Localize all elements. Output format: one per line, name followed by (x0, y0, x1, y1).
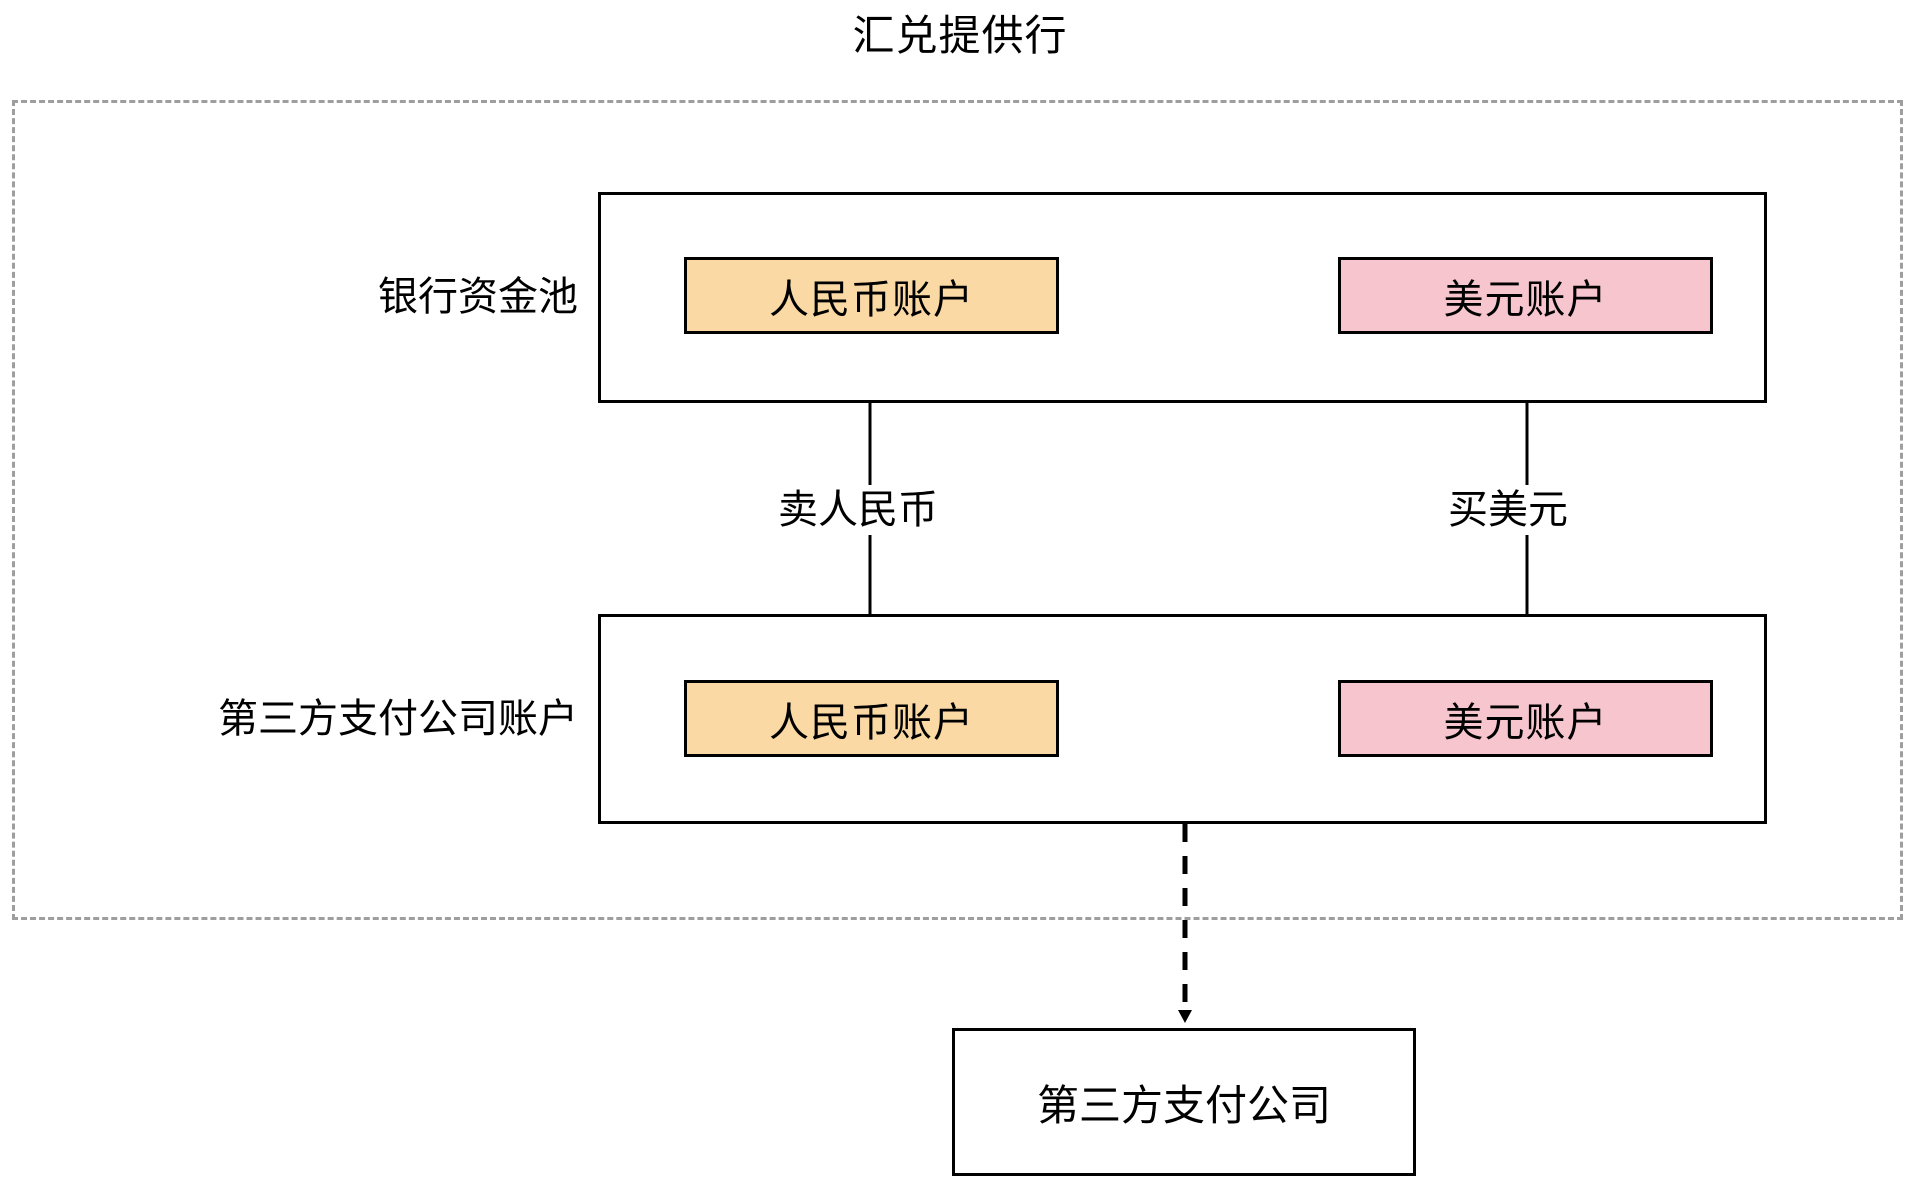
tpp-accounts-label: 第三方支付公司账户 (218, 697, 578, 741)
third-party-payment-company-node[interactable]: 第三方支付公司 (952, 1028, 1416, 1176)
flow-label-buy-usd: 买美元 (1438, 485, 1578, 535)
account-bank-pool-cny[interactable]: 人民币账户 (684, 257, 1059, 334)
account-tpp-usd[interactable]: 美元账户 (1338, 680, 1713, 757)
account-tpp-cny[interactable]: 人民币账户 (684, 680, 1059, 757)
flow-label-sell-cny: 卖人民币 (768, 485, 948, 535)
exchange-provider-zone (12, 100, 1903, 920)
account-bank-pool-usd[interactable]: 美元账户 (1338, 257, 1713, 334)
page-title: 汇兑提供行 (852, 12, 1068, 59)
bank-pool-label: 银行资金池 (378, 275, 578, 319)
